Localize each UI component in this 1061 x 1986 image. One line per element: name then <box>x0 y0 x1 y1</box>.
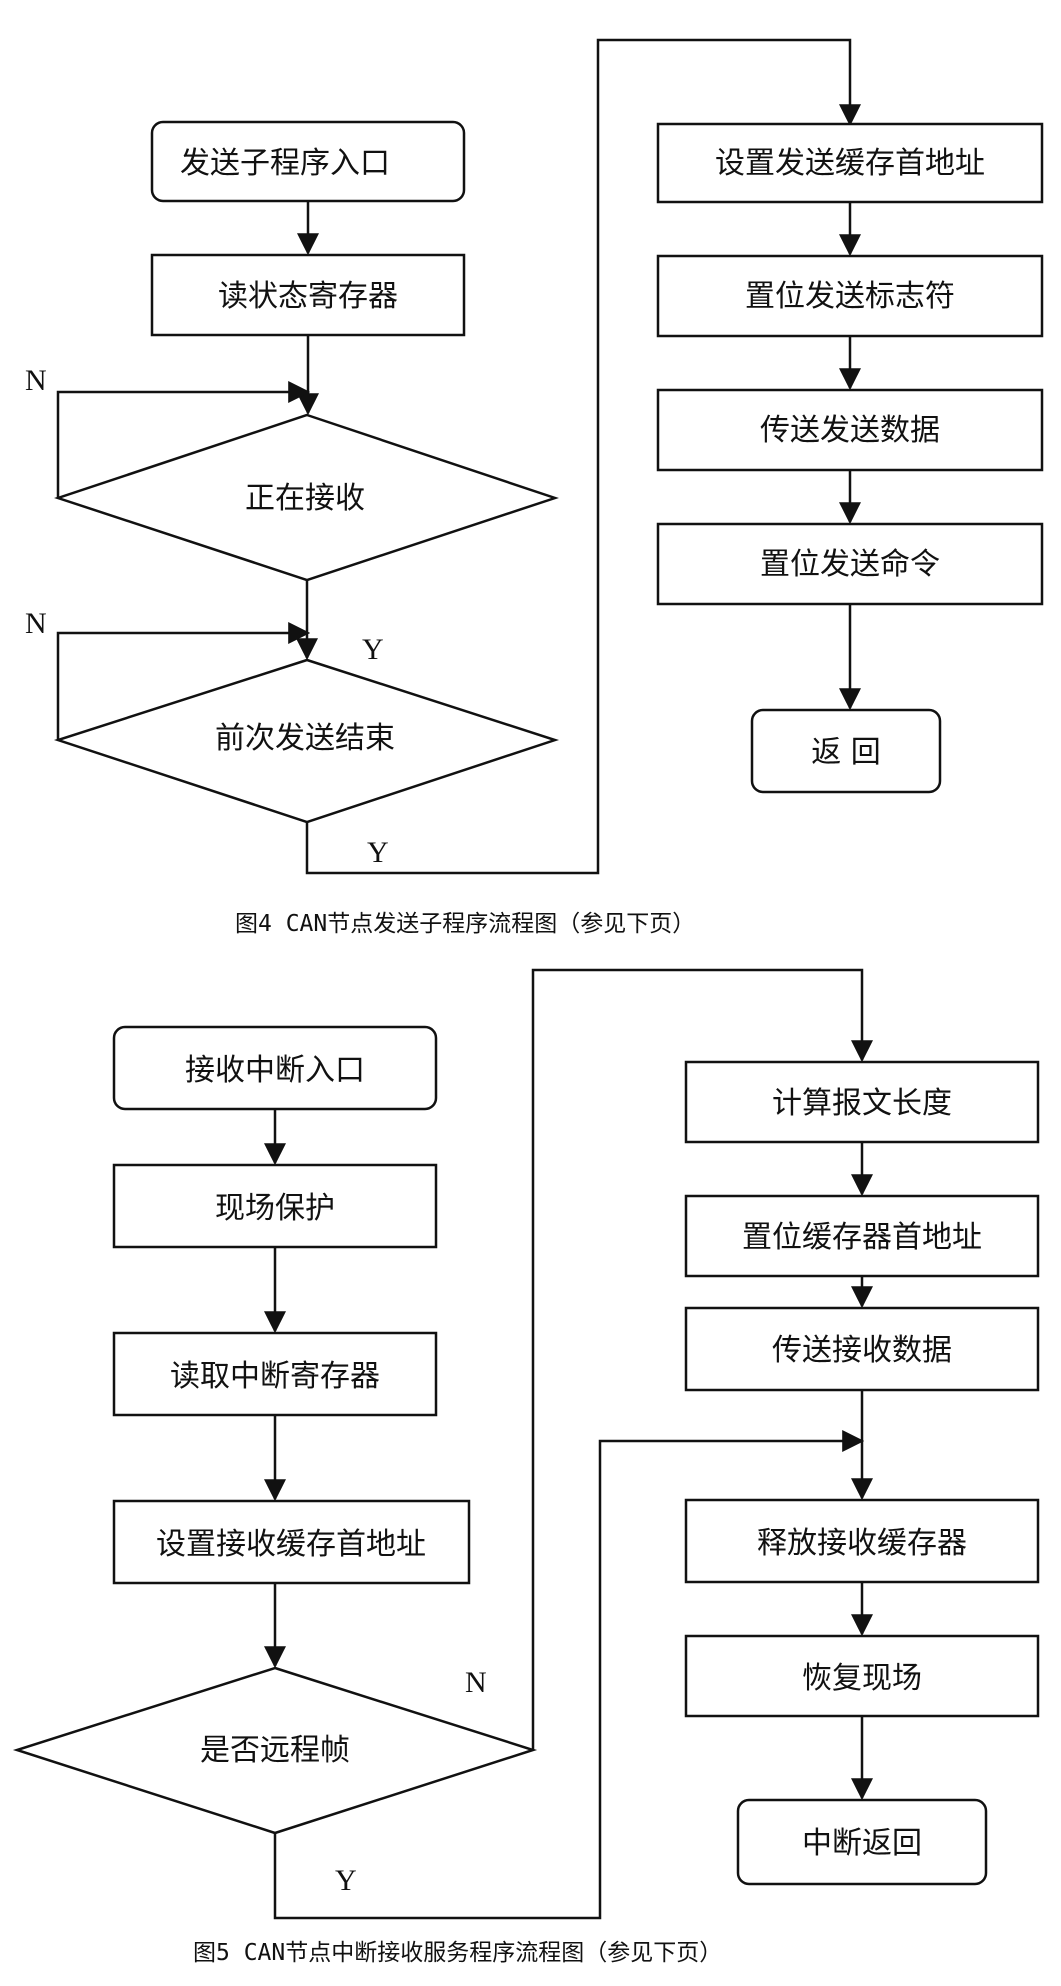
fig4-set-flag-text: 置位发送标志符 <box>745 279 955 314</box>
fig5-release-buf-text: 释放接收缓存器 <box>757 1526 967 1561</box>
fig5-calc-len-text: 计算报文长度 <box>772 1086 952 1121</box>
fig5-transfer-recv-node <box>684 1306 1040 1392</box>
figure5: 接收中断入口 现场保护 读取中断寄存器 设置接收缓存首地址 是否远程帧 N Y … <box>12 968 1040 1966</box>
fig4-caption: 图4 CAN节点发送子程序流程图（参见下页） <box>235 911 695 937</box>
fig4-prevdone-yes-label: Y <box>367 836 389 869</box>
fig5-read-int-text: 读取中断寄存器 <box>170 1359 380 1394</box>
fig5-int-return-text: 中断返回 <box>802 1826 922 1861</box>
fig5-save-context-node <box>112 1163 438 1249</box>
fig4-prevdone-no-loop <box>56 622 311 740</box>
fig5-entry-text: 接收中断入口 <box>185 1053 365 1088</box>
fig5-remote-no-connector <box>531 968 873 1750</box>
fig5-set-buf-addr-node <box>684 1194 1040 1278</box>
figure4: 发送子程序入口 读状态寄存器 正在接收 N Y 前次发送结束 N Y 设置发送缓… <box>25 38 1044 937</box>
fig5-read-int-node <box>112 1331 438 1417</box>
fig5-release-buf-node <box>684 1498 1040 1584</box>
fig5-restore-text: 恢复现场 <box>802 1661 922 1696</box>
fig5-remote-yes-connector <box>273 1430 865 1920</box>
fig5-transfer-recv-text: 传送接收数据 <box>772 1333 952 1368</box>
fig5-remote-text: 是否远程帧 <box>200 1733 350 1768</box>
fig4-receiving-no-loop <box>56 381 311 498</box>
fig4-return-node <box>750 708 942 794</box>
fig5-remote-yes-label: Y <box>335 1864 357 1897</box>
fig5-set-buf-addr-text: 置位缓存器首地址 <box>742 1220 982 1255</box>
fig5-restore-node <box>684 1634 1040 1718</box>
fig5-set-recv-addr-text: 设置接收缓存首地址 <box>156 1527 426 1562</box>
fig4-return-text: 返 回 <box>811 735 881 770</box>
fig5-remote-no-label: N <box>465 1666 487 1699</box>
fig5-set-recv-addr-node <box>112 1499 471 1585</box>
fig4-receiving-text: 正在接收 <box>245 481 365 516</box>
fig4-set-addr-text: 设置发送缓存首地址 <box>715 146 985 181</box>
fig4-receiving-no-label: N <box>25 364 47 397</box>
fig4-receiving-yes-label: Y <box>362 633 384 666</box>
fig5-save-context-text: 现场保护 <box>215 1191 335 1226</box>
fig5-caption: 图5 CAN节点中断接收服务程序流程图（参见下页） <box>193 1940 722 1966</box>
fig4-set-cmd-node <box>656 522 1044 606</box>
fig4-transfer-text: 传送发送数据 <box>760 413 940 448</box>
fig4-read-status-node <box>150 253 466 337</box>
fig4-set-flag-node <box>656 254 1044 338</box>
fig5-int-return-node <box>736 1798 988 1886</box>
fig4-entry-text: 发送子程序入口 <box>180 146 390 181</box>
fig4-prevdone-yes-connector <box>305 38 861 875</box>
fig4-read-status-text: 读状态寄存器 <box>218 279 398 314</box>
fig5-calc-len-node <box>684 1060 1040 1144</box>
fig4-set-cmd-text: 置位发送命令 <box>760 547 940 582</box>
fig4-prevdone-text: 前次发送结束 <box>215 721 395 756</box>
fig4-transfer-node <box>656 388 1044 472</box>
fig4-prevdone-no-label: N <box>25 607 47 640</box>
